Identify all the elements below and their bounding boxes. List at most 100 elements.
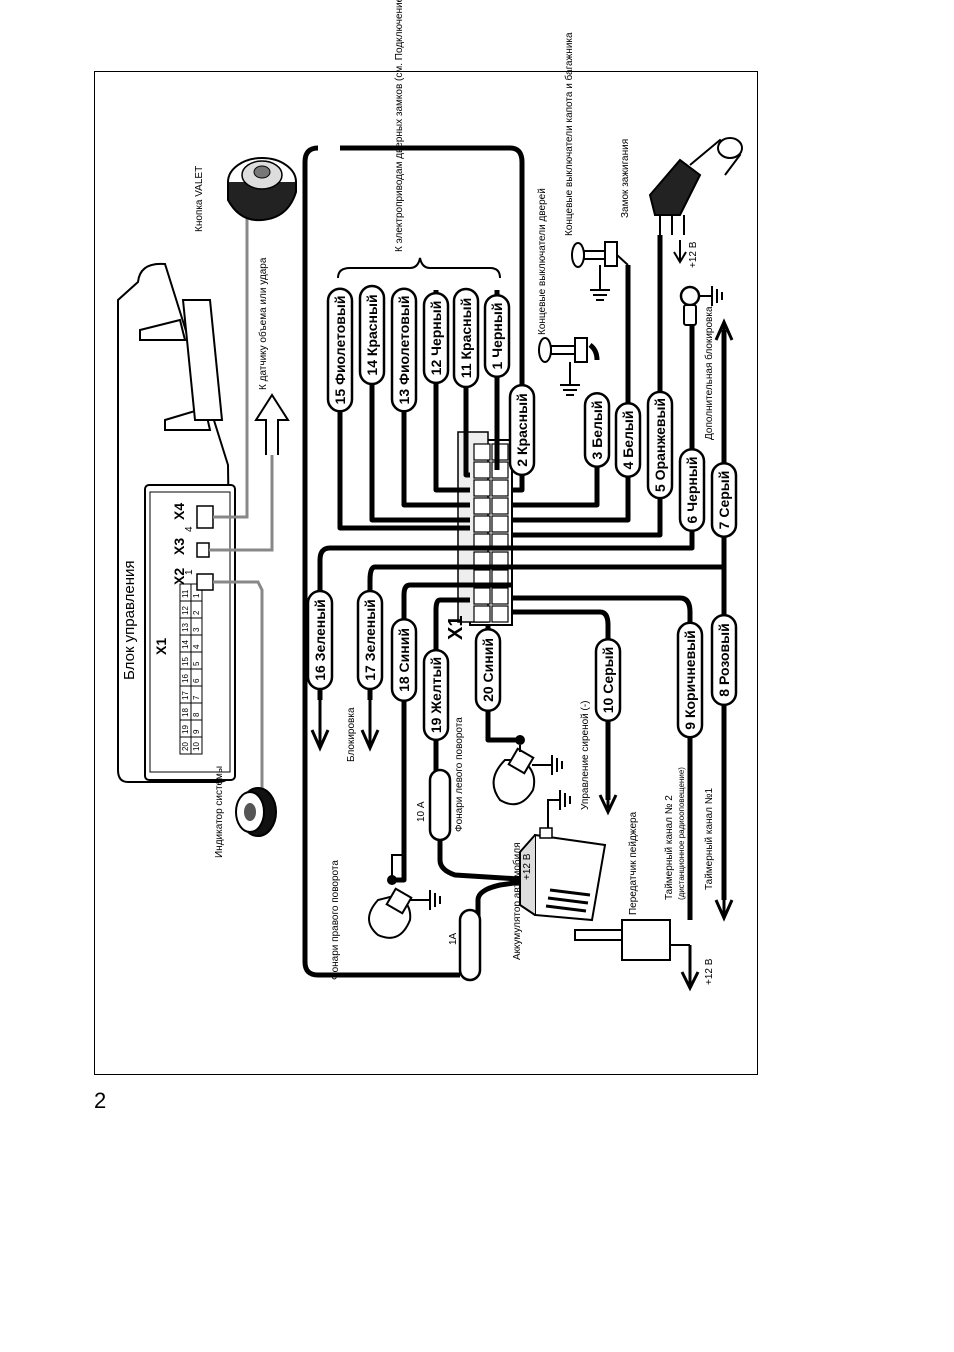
x2-pin: 1	[184, 569, 195, 575]
svg-text:17 Зеленый: 17 Зеленый	[362, 599, 378, 681]
x3-pin: 4	[184, 526, 195, 532]
blocking-label: Блокировка	[346, 707, 357, 762]
fuse-1a-icon	[458, 908, 482, 982]
sensor-label: К датчику объема или удара	[257, 257, 269, 390]
indicator-cable	[213, 580, 264, 790]
x1-pin-number: 1	[192, 593, 201, 598]
valet-cable	[213, 212, 249, 519]
x1-pin-number: 19	[181, 725, 190, 734]
wire-label: 9 Коричневый	[676, 621, 704, 739]
control-unit-body: Блок управления	[117, 262, 236, 783]
door-locks-label-1: К электроприводам дверных замков (см. По…	[394, 0, 405, 252]
door-lock-brace	[337, 257, 501, 279]
blocking-arrow-17	[360, 700, 380, 752]
main-x1-cell	[491, 497, 509, 515]
wire-label: 2 Красный	[508, 383, 536, 477]
wire-label: 17 Зеленый	[356, 589, 384, 691]
x1-unit-label: X1	[153, 638, 169, 655]
left-turn-label: Фонари левого поворота	[454, 717, 465, 832]
svg-text:6 Черный: 6 Черный	[684, 457, 700, 524]
wire-10	[512, 609, 611, 800]
main-x1-cell	[473, 587, 491, 605]
pager-plus12-label: +12 В	[704, 958, 715, 985]
siren-arrow	[598, 794, 618, 816]
wire-label: 8 Розовый	[710, 613, 738, 707]
wire-label: 3 Белый	[583, 392, 611, 468]
fuse-10a-label: 10 А	[416, 801, 427, 822]
control-unit-title: Блок управления	[121, 561, 138, 680]
wire-label: 4 Белый	[614, 402, 642, 478]
battery-icon	[519, 790, 607, 922]
svg-text:2 Красный: 2 Красный	[514, 393, 530, 466]
page-number: 2	[94, 1088, 107, 1113]
indicator-label: Индикатор системы	[214, 766, 225, 858]
fuse-10a-icon	[428, 768, 452, 842]
main-x1-cell	[491, 605, 509, 623]
extra-lock-arrow	[714, 318, 734, 460]
svg-text:15 Фиолетовый: 15 Фиолетовый	[332, 296, 348, 405]
main-x1-cell	[473, 461, 491, 479]
main-x1-cell	[473, 479, 491, 497]
ground-terminal-icon	[679, 285, 723, 326]
ignition-plus12: +12 В	[688, 241, 699, 268]
battery-plus-label: +12 В	[522, 853, 533, 880]
x1-pin-number: 12	[181, 606, 190, 615]
wire-6	[317, 310, 695, 700]
svg-text:4 Белый: 4 Белый	[620, 411, 636, 470]
wire-label: 19 Желтый	[422, 648, 450, 742]
x1-pin-number: 6	[192, 678, 201, 683]
x1-pin-number: 2	[192, 610, 201, 615]
x1-pin-number: 11	[181, 589, 190, 598]
battery-feed	[437, 840, 536, 883]
door-switch-icon	[538, 337, 588, 396]
main-x1-cell	[491, 461, 509, 479]
x1-pin-number: 14	[181, 640, 190, 649]
main-x1-cell	[491, 587, 509, 605]
x1-pin-number: 15	[181, 657, 190, 666]
x1-pin-number: 7	[192, 695, 201, 700]
x2-x4-connectors: X2 1 X3 4 X4	[171, 503, 214, 591]
x1-pin-number: 9	[192, 729, 201, 734]
main-x1-cell	[473, 443, 491, 461]
timer2-note: (дистанционное радиооповещение)	[677, 767, 686, 900]
ignition-label: Замок зажигания	[620, 139, 631, 218]
wire-label: 10 Серый	[594, 637, 622, 723]
wire-label: 7 Серый	[710, 462, 738, 538]
x1-pin-number: 4	[192, 644, 201, 649]
main-x1-cell	[473, 497, 491, 515]
svg-text:12 Черный: 12 Черный	[428, 301, 444, 376]
pager-power-arrow	[680, 945, 700, 992]
wire-3-top	[588, 342, 600, 361]
harness-outer	[302, 145, 460, 978]
svg-text:5 Оранжевый: 5 Оранжевый	[652, 398, 668, 492]
svg-text:13 Фиолетовый: 13 Фиолетовый	[396, 296, 412, 405]
wire-label: 15 Фиолетовый	[326, 287, 354, 413]
svg-text:16 Зеленый: 16 Зеленый	[312, 599, 328, 681]
pager-label: Передатчик пейджера	[628, 811, 639, 915]
svg-text:19 Желтый: 19 Желтый	[428, 657, 444, 733]
x3-label: X3	[171, 538, 187, 555]
svg-text:3 Белый: 3 Белый	[589, 401, 605, 460]
svg-text:10 Серый: 10 Серый	[600, 647, 616, 713]
diagram-frame	[94, 71, 758, 1075]
svg-text:1 Черный: 1 Черный	[489, 303, 505, 370]
wire-label: 14 Красный	[358, 284, 386, 386]
x2-label: X2	[171, 568, 187, 585]
x1-pin-number: 10	[192, 742, 201, 751]
left-turn-lamp-icon	[492, 735, 563, 806]
wire-7	[367, 330, 727, 700]
svg-text:9 Коричневый: 9 Коричневый	[682, 630, 698, 729]
x1-pin-number: 16	[181, 674, 190, 683]
main-x1-cell	[473, 605, 491, 623]
wire-18	[395, 582, 512, 883]
x4-label: X4	[171, 503, 187, 520]
sensor-cable	[209, 455, 274, 552]
x1-pin-number: 3	[192, 627, 201, 632]
x1-pin-number: 13	[181, 623, 190, 632]
door-switches-label: Концевые выключатели дверей	[537, 188, 548, 335]
wire-label: 12 Черный	[422, 291, 450, 385]
fuse-1a-label: 1А	[448, 932, 459, 945]
wire-19	[433, 597, 470, 810]
